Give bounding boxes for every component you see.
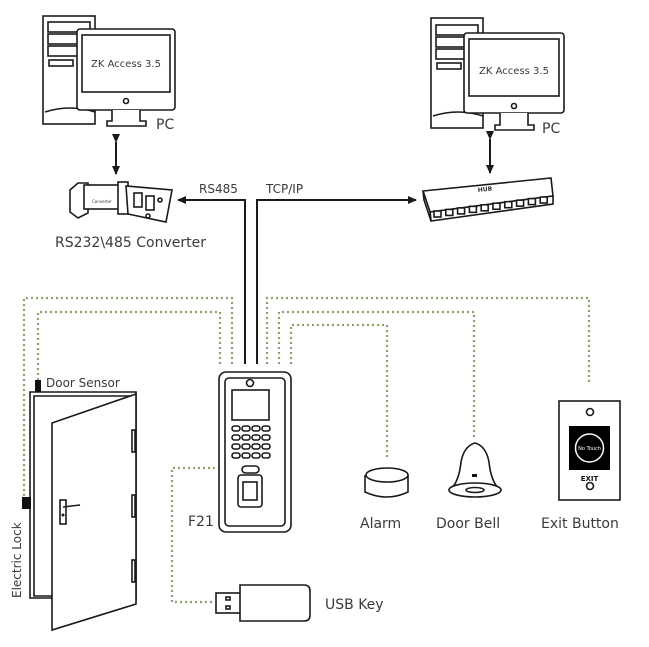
keypad-key (231, 434, 241, 441)
hub-port (492, 202, 501, 211)
electric-lock-icon (22, 497, 31, 509)
wire-electric-lock (22, 296, 234, 500)
keypad-key (261, 452, 271, 459)
rs232-485-converter: Converter RS232\485 Converter (55, 181, 206, 251)
rs485-label: RS485 (199, 182, 238, 196)
hub-port (444, 208, 454, 217)
door: Door Sensor Electric Lock (10, 376, 137, 632)
alarm: Alarm (360, 467, 409, 532)
bell-icon (447, 442, 503, 498)
keypad-key (241, 452, 251, 459)
door-sensor-label: Door Sensor (46, 376, 120, 390)
hub-device-text: HUB (477, 185, 493, 194)
keypad-key (241, 425, 251, 432)
converter-device-text: Converter (92, 199, 112, 204)
pc-left-screen-text: ZK Access 3.5 (91, 59, 161, 70)
hub-port (515, 199, 525, 207)
exit-button-label: Exit Button (541, 516, 619, 532)
keypad-key (241, 443, 251, 450)
monitor-icon (76, 28, 176, 127)
exit-text: EXIT (581, 475, 599, 483)
keypad-key (251, 425, 261, 432)
tcpip-link (256, 196, 417, 364)
keypad-key (231, 443, 241, 450)
wire-alarm (289, 323, 389, 460)
network-hub: HUB (421, 177, 554, 222)
converter-label: RS232\485 Converter (55, 235, 206, 251)
pc-right-screen-text: ZK Access 3.5 (479, 66, 549, 77)
door-bell-label: Door Bell (436, 516, 500, 532)
pc-right: ZK Access 3.5 PC (430, 17, 565, 137)
pc-left-label: PC (156, 117, 174, 133)
dotted-wiring (22, 296, 591, 604)
usb-key: USB Key (215, 584, 384, 622)
f21-label: F21 (188, 514, 214, 530)
f21-device: F21 (188, 371, 292, 533)
pc-right-label: PC (542, 121, 560, 137)
hub-port (503, 200, 513, 209)
hub-device-icon: HUB (421, 177, 554, 222)
alarm-siren-icon (364, 467, 409, 498)
wire-exit-button (265, 296, 591, 384)
keypad-key (261, 443, 271, 450)
keypad-key (261, 425, 271, 432)
door-sensor-icon (35, 380, 41, 392)
alarm-label: Alarm (360, 516, 401, 532)
wire-usb-key (170, 466, 220, 604)
pc-left: ZK Access 3.5 PC (42, 15, 176, 133)
converter-device-icon: Converter (69, 181, 173, 223)
door-icon (29, 391, 137, 632)
exit-button-icon: No Touch EXIT (558, 400, 621, 501)
door-bell: Door Bell (436, 442, 503, 532)
keypad-key (251, 434, 261, 441)
rs485-link (177, 196, 246, 364)
hub-port (468, 205, 478, 214)
keypad-key (231, 452, 241, 459)
exit-button: No Touch EXIT Exit Button (541, 400, 621, 532)
electric-lock-label: Electric Lock (10, 522, 24, 598)
keypad-key (251, 443, 261, 450)
hub-port (539, 196, 549, 204)
keypad-key (241, 434, 251, 441)
hub-port (433, 210, 442, 218)
hub-port (480, 204, 490, 212)
keypad-key (261, 434, 271, 441)
wire-door-sensor (36, 310, 222, 382)
monitor-icon (463, 32, 565, 131)
usb-stick-icon (215, 584, 311, 622)
exit-face-text: No Touch (578, 446, 601, 452)
hub-port (456, 207, 466, 215)
keypad-key (251, 452, 261, 459)
keypad-key (231, 425, 241, 432)
f21-terminal-icon (218, 371, 292, 533)
usb-key-label: USB Key (325, 597, 384, 613)
wire-door-bell (277, 310, 476, 437)
hub-port (527, 197, 537, 206)
tcpip-label: TCP/IP (265, 182, 303, 196)
